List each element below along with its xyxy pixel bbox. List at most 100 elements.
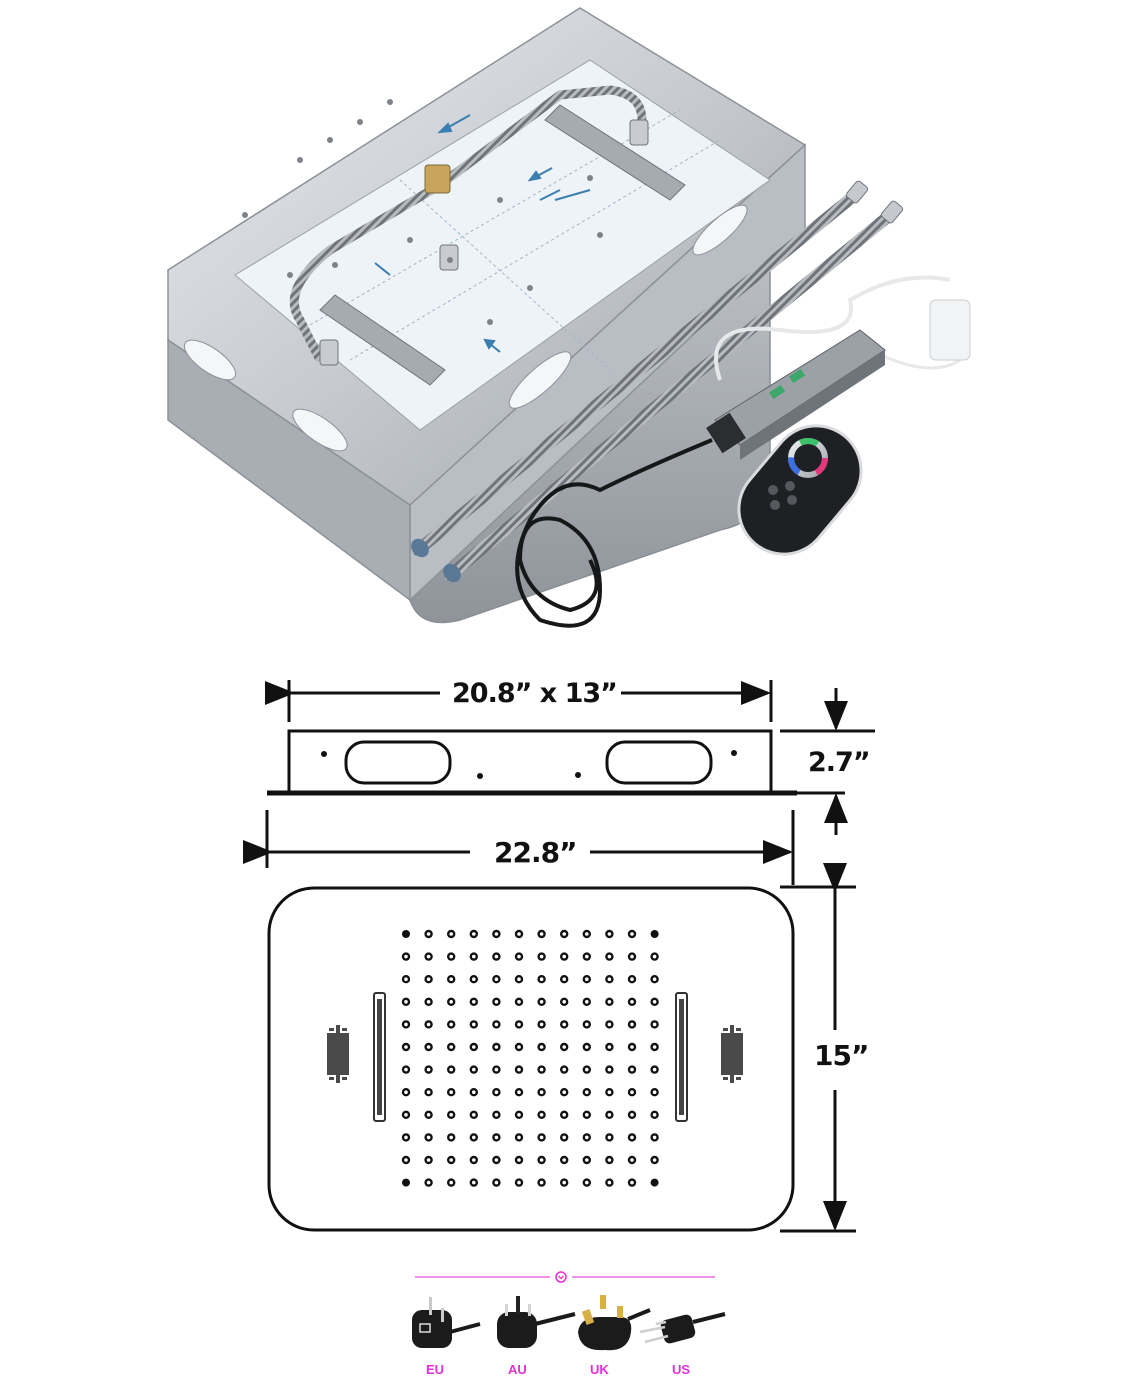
- nozzle: [492, 929, 501, 939]
- nozzle: [424, 1155, 433, 1165]
- nozzle: [447, 975, 456, 984]
- nozzle: [401, 997, 411, 1006]
- nozzle: [447, 929, 456, 939]
- nozzle: [447, 1020, 456, 1029]
- nozzle: [514, 929, 524, 939]
- nozzle: [492, 1155, 501, 1165]
- nozzle: [469, 952, 478, 961]
- nozzle: [469, 997, 478, 1006]
- nozzle: [560, 952, 569, 961]
- nozzle: [560, 1155, 569, 1165]
- nozzle: [537, 1087, 546, 1097]
- plug-types-section: EU AU UK US: [400, 1262, 730, 1390]
- nozzle: [447, 1133, 456, 1142]
- box-height-label: 2.7”: [808, 747, 871, 778]
- nozzle: [537, 997, 546, 1006]
- nozzle: [447, 1087, 456, 1097]
- nozzle: [514, 1065, 524, 1074]
- nozzle: [605, 952, 614, 961]
- nozzle: [401, 1065, 411, 1074]
- nozzle: [469, 1087, 478, 1097]
- nozzle: [627, 952, 637, 961]
- nozzle: [514, 1110, 524, 1120]
- nozzle: [401, 1133, 411, 1142]
- nozzle: [627, 1178, 637, 1187]
- nozzle: [650, 1155, 659, 1165]
- nozzle: [537, 1110, 546, 1120]
- nozzle: [627, 1155, 637, 1165]
- nozzle: [469, 1133, 478, 1142]
- us-plug-icon: [639, 1312, 726, 1344]
- rgb-remote: [737, 424, 863, 556]
- nozzle: [401, 1110, 411, 1120]
- nozzle: [424, 1110, 433, 1120]
- nozzle: [469, 1020, 478, 1029]
- nozzle: [401, 975, 411, 984]
- nozzle: [560, 1065, 569, 1074]
- nozzle: [605, 1042, 614, 1052]
- nozzle: [514, 1020, 524, 1029]
- nozzle: [401, 952, 411, 961]
- plug-label-us: US: [672, 1362, 691, 1377]
- nozzle: [514, 997, 524, 1006]
- nozzle: [401, 1042, 411, 1052]
- nozzle: [650, 975, 659, 984]
- nozzle: [492, 1042, 501, 1052]
- nozzle: [492, 975, 501, 984]
- nozzle: [514, 952, 524, 961]
- nozzle: [469, 975, 478, 984]
- nozzle: [650, 1110, 659, 1120]
- nozzle: [424, 997, 433, 1006]
- nozzle-grid: [401, 929, 659, 1187]
- shower-box-kit-illustration: [167, 7, 971, 628]
- nozzle: [537, 952, 546, 961]
- product-photo: [0, 0, 1136, 650]
- nozzle: [514, 1133, 524, 1142]
- nozzle: [469, 1110, 478, 1120]
- nozzle: [582, 929, 591, 939]
- nozzle: [560, 975, 569, 984]
- led-driver: [706, 329, 886, 460]
- nozzle: [447, 952, 456, 961]
- plate-height-label: 15”: [814, 1039, 869, 1072]
- nozzle: [401, 1155, 411, 1165]
- nozzle: [627, 975, 637, 984]
- nozzle: [514, 1087, 524, 1097]
- nozzle: [582, 1087, 591, 1097]
- nozzle: [582, 1178, 591, 1187]
- nozzle: [582, 1155, 591, 1165]
- nozzle: [537, 975, 546, 984]
- nozzle: [492, 952, 501, 961]
- led-strips: [373, 992, 688, 1122]
- box-size-label: 20.8” x 13”: [448, 680, 621, 707]
- nozzle: [605, 1087, 614, 1097]
- nozzle: [424, 1133, 433, 1142]
- nozzle: [650, 1133, 659, 1142]
- plug-illustrations: [412, 1271, 726, 1351]
- nozzle: [627, 1065, 637, 1074]
- nozzle: [401, 1020, 411, 1029]
- nozzle: [605, 997, 614, 1006]
- nozzle: [402, 930, 410, 938]
- nozzle: [514, 975, 524, 984]
- nozzle: [582, 952, 591, 961]
- nozzle: [605, 1178, 614, 1187]
- nozzle: [560, 1133, 569, 1142]
- nozzle: [424, 1042, 433, 1052]
- inlet-connectors: [327, 1025, 743, 1083]
- nozzle: [560, 929, 569, 939]
- nozzle: [469, 1155, 478, 1165]
- nozzle: [582, 997, 591, 1006]
- power-cable: [515, 438, 713, 628]
- nozzle: [492, 997, 501, 1006]
- nozzle: [492, 1065, 501, 1074]
- nozzle: [424, 1087, 433, 1097]
- nozzle: [605, 929, 614, 939]
- nozzle: [650, 952, 659, 961]
- nozzle: [424, 1020, 433, 1029]
- nozzle: [447, 1110, 456, 1120]
- nozzle: [650, 930, 659, 938]
- nozzle: [537, 1042, 546, 1052]
- nozzle: [492, 1133, 501, 1142]
- nozzle: [537, 1133, 546, 1142]
